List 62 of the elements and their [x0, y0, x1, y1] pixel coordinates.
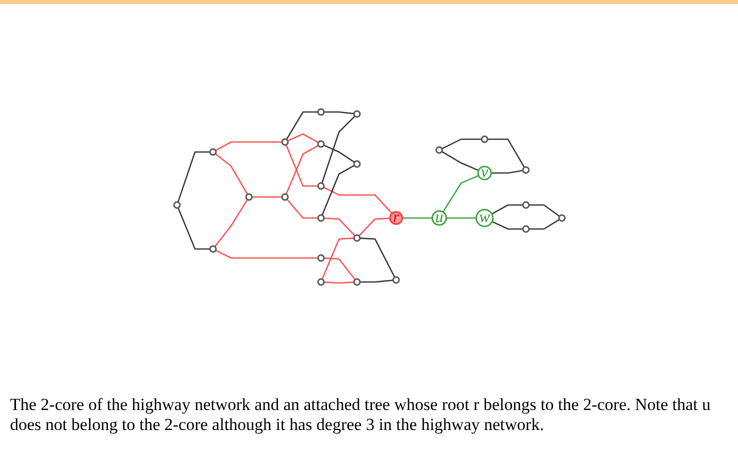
connector	[176, 150, 210, 202]
connector	[324, 257, 356, 280]
connector	[360, 237, 395, 278]
connector	[322, 186, 392, 214]
connector	[324, 110, 354, 114]
connector	[286, 198, 318, 218]
node-circle	[172, 200, 180, 208]
connector	[446, 216, 476, 218]
connector	[321, 237, 354, 279]
node-circle	[208, 244, 216, 252]
connector	[214, 140, 282, 151]
connector	[323, 144, 354, 162]
node-circle	[352, 278, 360, 286]
connector	[491, 204, 522, 214]
connector	[491, 220, 522, 230]
node-circle: w	[475, 208, 494, 227]
connector	[528, 218, 560, 230]
connector	[285, 144, 318, 186]
connector	[324, 281, 354, 284]
node-circle	[280, 192, 288, 200]
connector	[320, 115, 355, 183]
connector	[441, 150, 478, 171]
connector	[252, 196, 282, 198]
node-circle	[435, 146, 443, 154]
connector	[358, 217, 390, 236]
node-circle	[280, 138, 288, 146]
node-circle	[316, 214, 324, 222]
node-circle	[244, 192, 252, 200]
connector	[324, 217, 355, 236]
connector	[287, 132, 318, 143]
node-circle	[352, 110, 360, 118]
connector	[177, 207, 210, 250]
node-circle	[352, 160, 360, 168]
node-circle	[522, 224, 530, 232]
connector	[286, 110, 318, 140]
node-circle	[316, 254, 324, 262]
node-circle	[316, 140, 324, 148]
node-circle	[522, 166, 530, 174]
node-circle	[558, 214, 566, 222]
connector	[214, 152, 248, 194]
connector	[441, 138, 482, 149]
connector	[214, 198, 248, 247]
node-circle: v	[476, 165, 492, 180]
connector	[321, 164, 354, 215]
node-circle	[316, 182, 324, 190]
connector	[360, 279, 393, 282]
connector	[528, 204, 560, 216]
node-circle	[316, 108, 324, 116]
caption: The 2-core of the highway network and an attached tree whose root r belongs to the 2-core. Note that u does not belong to the 2-core although it has degree 3 in the highway network.	[10, 395, 712, 435]
node-circle	[208, 148, 216, 156]
connector	[214, 249, 318, 258]
connector	[442, 174, 478, 212]
node-circle	[392, 276, 400, 284]
node-circle	[352, 234, 360, 242]
node-circle	[480, 134, 488, 142]
connector	[402, 216, 432, 218]
connector	[285, 144, 318, 194]
connector	[490, 169, 523, 174]
node-circle	[522, 200, 530, 208]
node-circle: r	[388, 210, 403, 224]
node-circle: u	[431, 210, 447, 226]
node-circle	[316, 278, 324, 286]
